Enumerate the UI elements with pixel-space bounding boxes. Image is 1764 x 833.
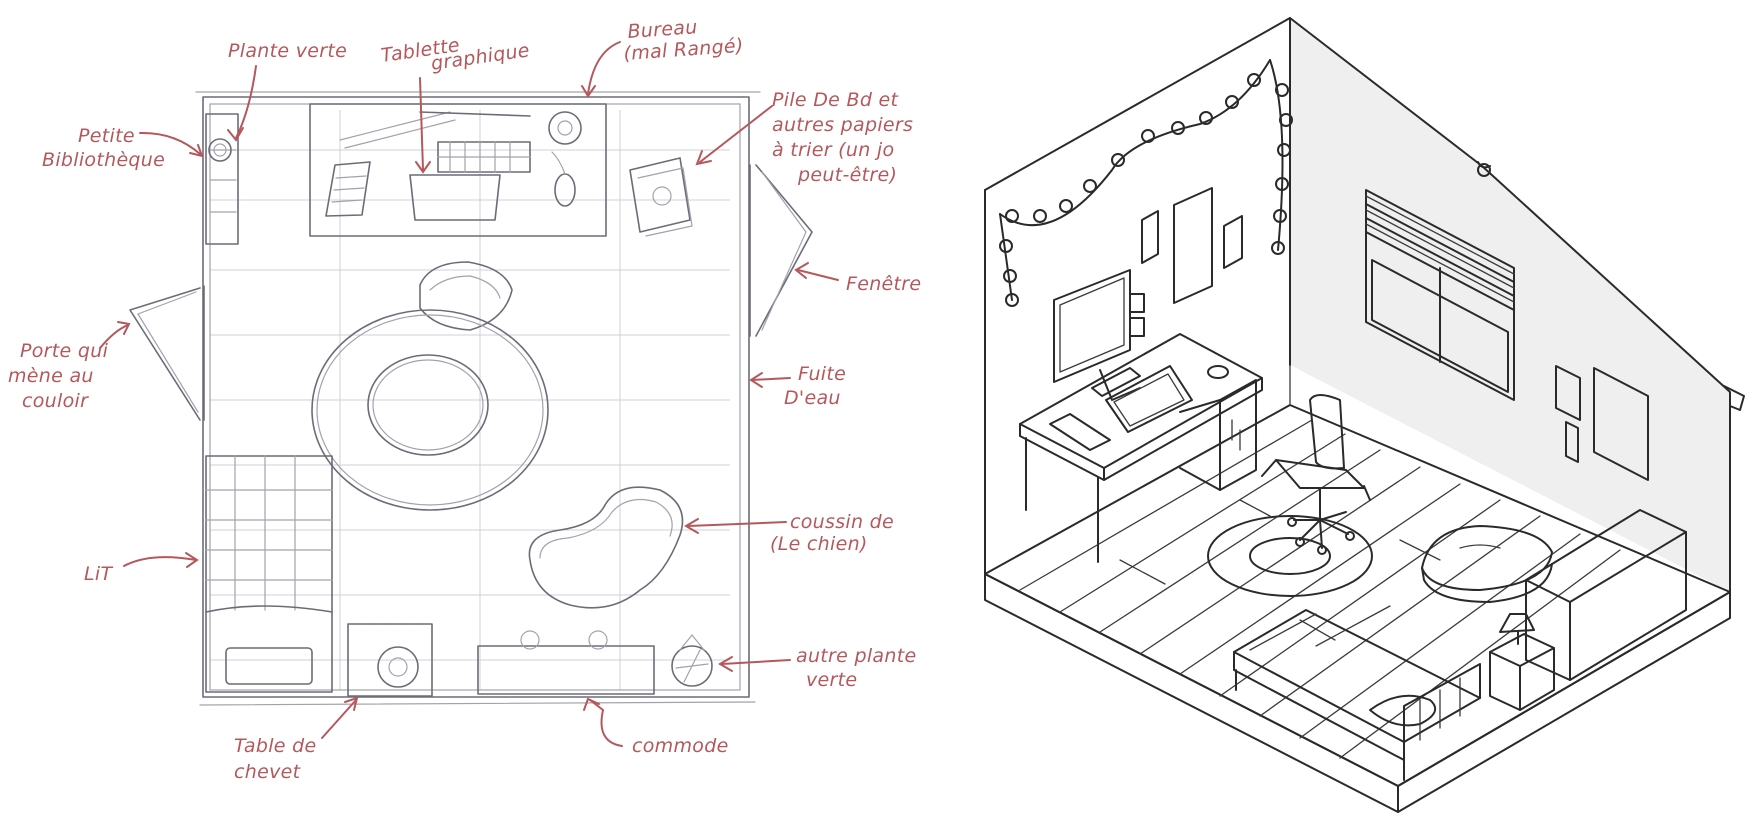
dresser bbox=[477, 630, 655, 695]
bed bbox=[205, 455, 333, 693]
floor-grain bbox=[210, 110, 730, 690]
label-bibliotheque-2: Bibliothèque bbox=[42, 149, 165, 171]
label-plante2-2: verte bbox=[806, 669, 857, 691]
label-porte-2: mène au bbox=[8, 365, 94, 387]
label-bibliotheque: Petite bbox=[78, 125, 135, 147]
label-coussin-2: (Le chien) bbox=[770, 533, 868, 555]
label-bureau: Bureau bbox=[627, 16, 698, 43]
iso-dresser bbox=[1525, 509, 1687, 681]
iso-bed bbox=[1233, 605, 1481, 781]
label-chevet: Table de bbox=[234, 735, 316, 757]
label-fuite: Fuite bbox=[798, 363, 846, 385]
posters-right-wall bbox=[1555, 365, 1649, 481]
label-porte: Porte qui bbox=[20, 340, 109, 362]
iso-nightstand bbox=[1489, 613, 1555, 711]
label-pile: Pile De Bd et bbox=[772, 89, 900, 111]
label-pile-4: peut-être) bbox=[797, 164, 897, 186]
label-fenetre: Fenêtre bbox=[846, 273, 921, 295]
string-lights bbox=[999, 59, 1293, 307]
label-lit: LiT bbox=[84, 563, 113, 585]
rug bbox=[311, 309, 549, 511]
label-plante-verte: Plante verte bbox=[228, 40, 347, 62]
annotation-labels: Plante verte Tablette graphique Bureau (… bbox=[8, 16, 921, 783]
label-pile-3: à trier (un jo bbox=[772, 139, 894, 161]
nightstand bbox=[347, 623, 433, 697]
label-pile-2: autres papiers bbox=[772, 114, 913, 136]
label-fuite-2: D'eau bbox=[784, 387, 841, 409]
iso-rug bbox=[1207, 515, 1373, 597]
right-wall bbox=[1290, 18, 1730, 592]
iso-dog-cushion bbox=[1421, 525, 1553, 603]
door bbox=[129, 285, 205, 421]
isometric-room-illustration bbox=[984, 17, 1745, 813]
iso-desk-chair bbox=[1261, 394, 1371, 555]
posters-back-wall bbox=[1141, 187, 1243, 304]
iso-desk bbox=[1019, 269, 1263, 563]
bookshelf bbox=[205, 113, 239, 245]
dog-cushion bbox=[528, 486, 684, 609]
label-coussin: coussin de bbox=[790, 511, 894, 533]
label-plante2: autre plante bbox=[796, 645, 916, 667]
desk-chair bbox=[419, 261, 513, 331]
iso-window bbox=[1365, 189, 1515, 401]
plant-pot bbox=[671, 634, 713, 687]
label-commode: commode bbox=[632, 735, 729, 757]
window bbox=[749, 164, 813, 337]
label-porte-3: couloir bbox=[22, 390, 89, 412]
desk bbox=[309, 103, 693, 237]
annotation-arrows bbox=[99, 41, 839, 747]
floor-base-right bbox=[1397, 591, 1731, 813]
floorboards bbox=[1019, 419, 1621, 759]
label-chevet-2: chevet bbox=[234, 761, 302, 783]
room-walls bbox=[195, 91, 761, 706]
floor-plan-sketch: Plante verte Tablette graphique Bureau (… bbox=[8, 16, 921, 783]
floor-base-left bbox=[984, 573, 1399, 813]
